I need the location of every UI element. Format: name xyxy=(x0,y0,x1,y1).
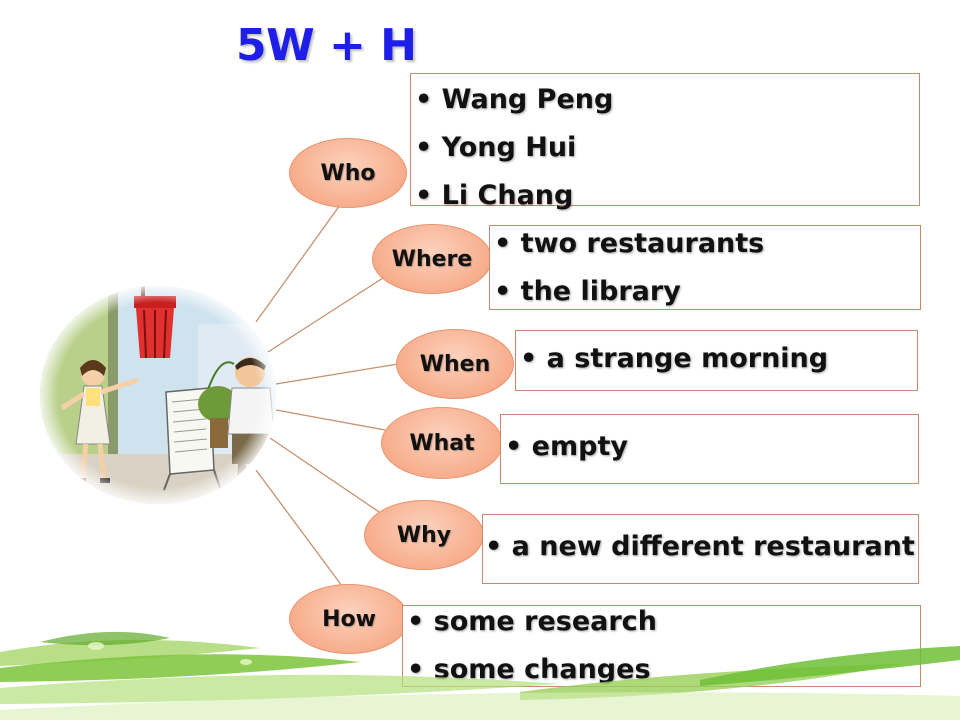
node-when: When xyxy=(396,329,514,399)
connector-what xyxy=(275,409,386,431)
list-item: Li Chang xyxy=(415,172,919,220)
box-why: a new different restaurant xyxy=(482,514,919,584)
node-where: Where xyxy=(372,224,492,294)
node-why: Why xyxy=(364,500,484,570)
list-item: two restaurants xyxy=(494,220,920,268)
green-leaves-decoration xyxy=(0,631,960,720)
list-item: empty xyxy=(505,423,918,471)
list-item: the library xyxy=(494,268,920,316)
node-who: Who xyxy=(289,138,407,208)
connector-where xyxy=(267,277,384,353)
list-item: a new different restaurant xyxy=(485,523,918,571)
connector-why xyxy=(269,437,386,517)
connector-when xyxy=(275,363,399,385)
cartoon-illustration xyxy=(40,286,276,504)
connector-how xyxy=(255,469,346,591)
box-what: empty xyxy=(500,414,919,484)
node-how: How xyxy=(289,584,409,654)
list-item: some research xyxy=(407,598,920,646)
slide-title: 5W + H xyxy=(236,20,417,71)
box-when: a strange morning xyxy=(515,330,918,391)
box-who: Wang Peng Yong Hui Li Chang xyxy=(410,73,920,211)
connector-who xyxy=(255,197,346,323)
node-what: What xyxy=(381,407,503,479)
list-item: a strange morning xyxy=(520,335,917,383)
list-item: Wang Peng xyxy=(415,76,919,124)
list-item: Yong Hui xyxy=(415,124,919,172)
box-where: two restaurants the library xyxy=(489,225,921,310)
